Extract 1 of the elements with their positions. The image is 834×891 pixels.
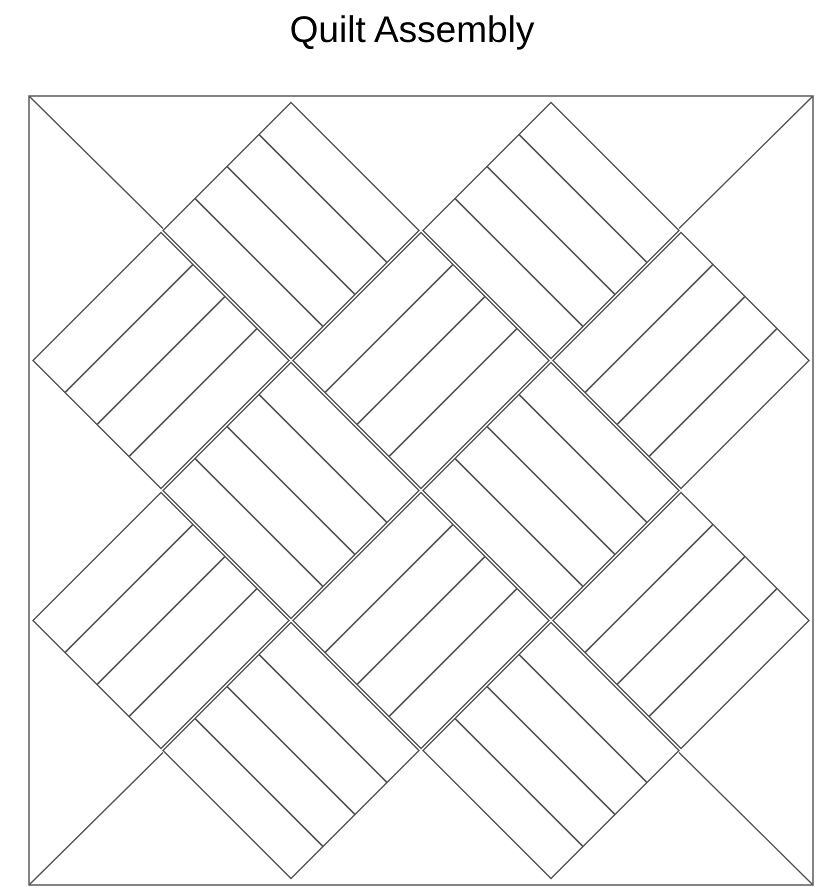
title: Quilt Assembly xyxy=(288,8,536,52)
